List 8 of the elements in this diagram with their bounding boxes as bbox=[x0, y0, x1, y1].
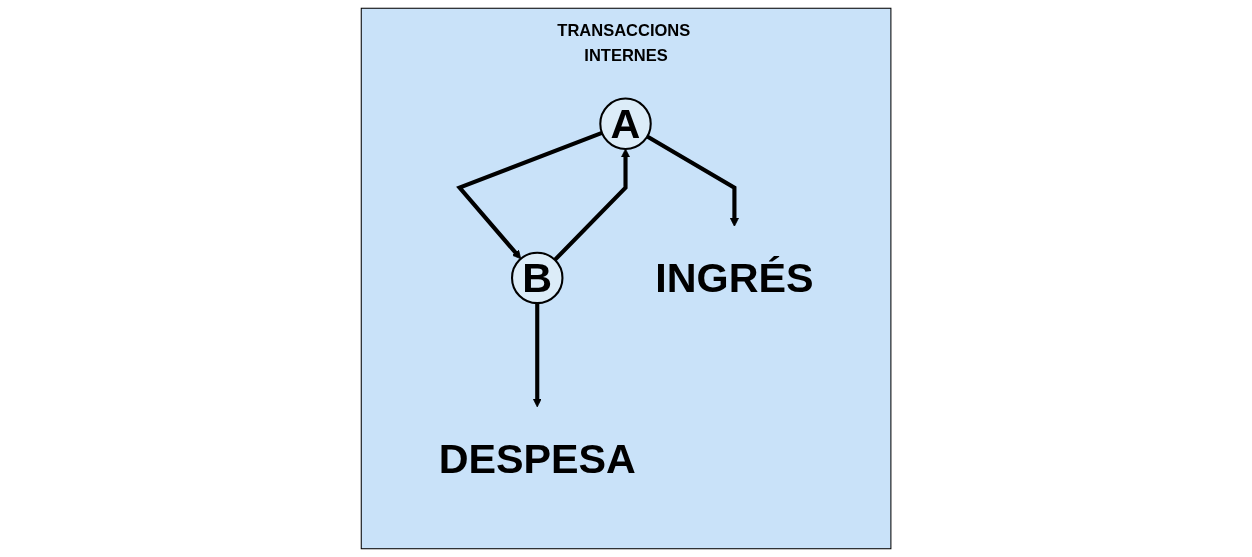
node-circle: A bbox=[599, 97, 652, 150]
arrow bbox=[646, 134, 739, 227]
node-circle: B bbox=[510, 251, 564, 305]
arrow bbox=[532, 303, 542, 408]
node-text: INGRÉS bbox=[655, 255, 814, 301]
arrow bbox=[553, 148, 630, 262]
node-text: DESPESA bbox=[438, 435, 636, 482]
arrow bbox=[456, 130, 603, 260]
